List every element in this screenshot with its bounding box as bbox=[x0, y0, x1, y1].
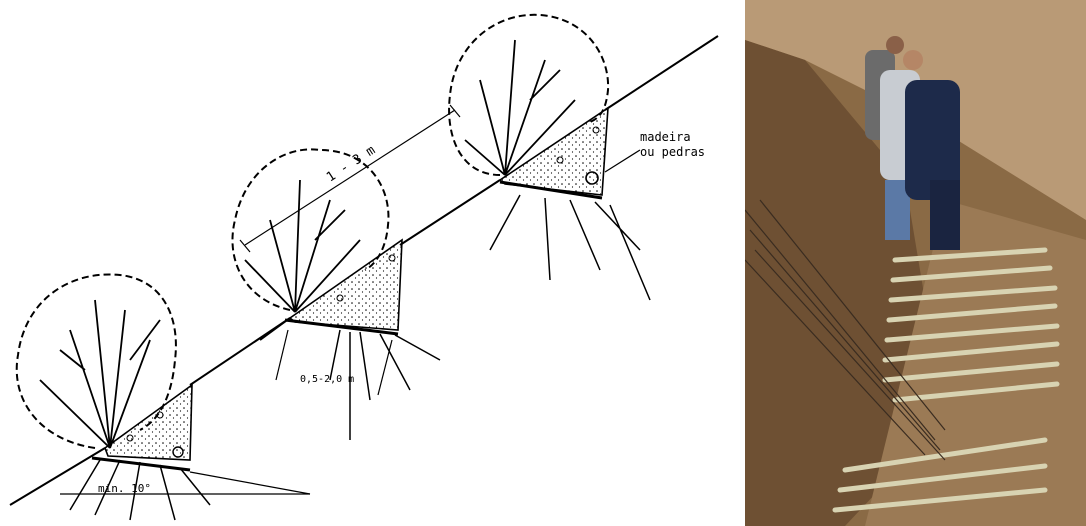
label-material-line2: ou pedras bbox=[640, 145, 705, 159]
label-terrace-width: 0,5-2,0 m bbox=[300, 374, 354, 385]
material-leader-line bbox=[605, 150, 640, 172]
photo-workers-laying-cuttings bbox=[745, 0, 1086, 526]
roots-2 bbox=[330, 330, 440, 440]
label-material-line1: madeira bbox=[640, 130, 691, 144]
terrace-1 bbox=[92, 385, 192, 470]
roots-3 bbox=[490, 195, 650, 300]
brush-layer-diagram: 1 - 3 m 0,5-2,0 m min. 10° madeira ou pe… bbox=[0, 0, 735, 526]
label-min-angle: min. 10° bbox=[98, 482, 151, 495]
